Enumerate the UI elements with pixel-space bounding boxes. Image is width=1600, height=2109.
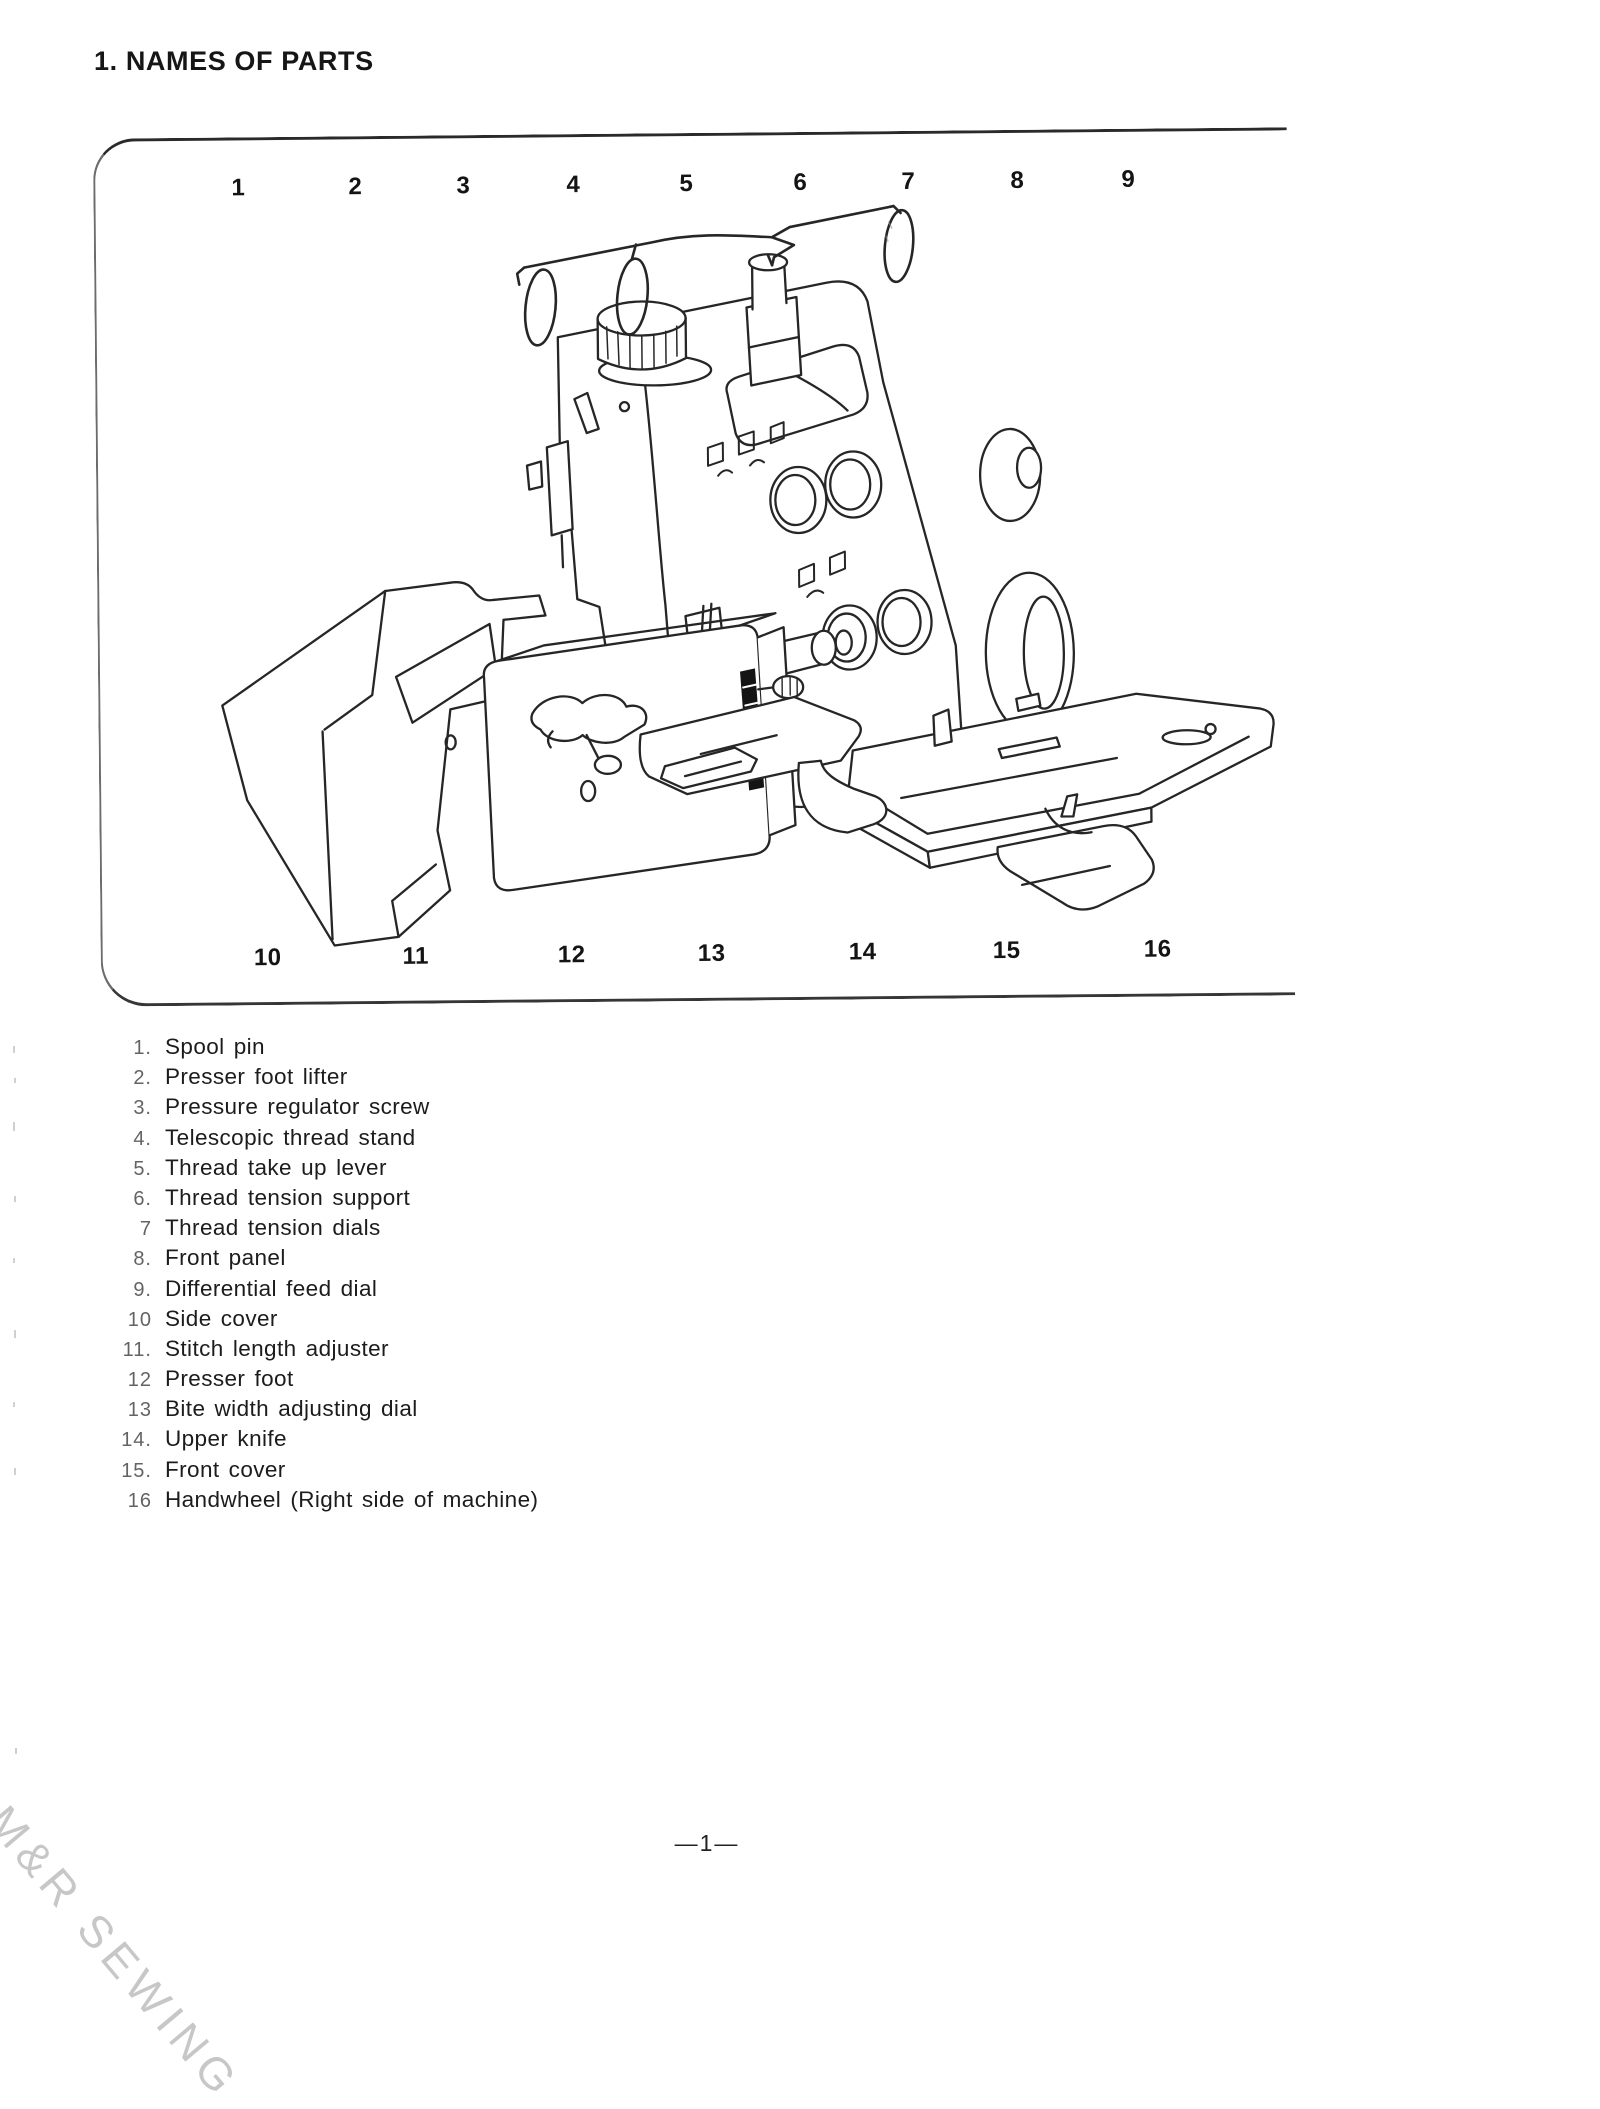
part-number: 2. [133,1067,152,1090]
callout-number-12: 12 [557,941,586,969]
part-label: Stitch length adjuster [165,1335,389,1361]
presser-foot-drawing [638,695,862,796]
parts-list: 1. Spool pin 2. Presser foot lifter 3. Pressu… [116,1034,538,1517]
callout-number-13: 13 [697,939,726,967]
parts-list-item: 10 Side cover [116,1306,538,1336]
callout-number-8: 8 [1010,166,1025,194]
take-up-post-drawing [745,253,803,387]
thread-stand-drawing [515,204,915,347]
part-label: Differential feed dial [165,1275,378,1301]
page-title: 1. NAMES OF PARTS [94,46,374,76]
parts-list-item: 3. Pressure regulator screw [116,1094,538,1124]
support-arm-drawing [797,759,888,834]
part-number: 4. [133,1127,152,1150]
watermark: M&R SEWING [0,1796,251,2109]
parts-list-item: 13 Bite width adjusting dial [116,1396,538,1426]
part-label: Handwheel (Right side of machine) [165,1486,539,1512]
parts-list-item: 6. Thread tension support [116,1185,538,1215]
scan-noise [14,1330,16,1338]
callout-number-1: 1 [231,174,246,202]
parts-list-item: 5. Thread take up lever [116,1155,538,1185]
part-label: Thread take up lever [165,1154,387,1180]
callout-number-4: 4 [566,171,581,199]
part-number: 14. [121,1429,152,1452]
scan-noise [13,1046,15,1053]
part-label: Spool pin [165,1034,265,1059]
callout-number-11: 11 [402,942,430,970]
part-number: 13 [127,1399,152,1422]
callout-number-5: 5 [679,169,694,198]
scan-noise [14,1078,16,1083]
callout-number-15: 15 [992,936,1021,965]
part-label: Thread tension support [165,1184,411,1210]
callout-number-6: 6 [793,168,808,197]
parts-list-item: 2. Presser foot lifter [116,1064,538,1094]
callout-number-16: 16 [1143,935,1172,963]
callout-number-7: 7 [901,167,916,195]
parts-list-item: 8. Front panel [116,1245,538,1275]
part-number: 7 [139,1218,152,1241]
scan-specks [885,221,893,242]
part-number: 12 [127,1369,152,1392]
scan-noise [15,1748,17,1754]
part-label: Pressure regulator screw [165,1094,430,1120]
callout-number-9: 9 [1121,165,1136,193]
differential-feed-dial-drawing [978,427,1043,523]
parts-list-item: 7 Thread tension dials [116,1215,538,1245]
front-cover-drawing [996,793,1155,911]
part-label: Front panel [165,1245,286,1271]
thread-guide-clips-drawing [706,421,847,598]
sewing-machine-illustration [221,204,1275,947]
part-number: 3. [133,1097,152,1120]
page-number: —1— [674,1830,740,1856]
part-number: 6. [133,1187,152,1210]
part-number: 5. [133,1157,152,1180]
scan-noise [14,1468,16,1475]
parts-list-item: 12 Presser foot [116,1366,538,1396]
callout-number-2: 2 [348,173,363,201]
part-number: 10 [127,1308,152,1331]
parts-list-item: 9. Differential feed dial [116,1276,538,1306]
part-label: Bite width adjusting dial [165,1396,418,1422]
parts-list-item: 15. Front cover [116,1457,538,1487]
part-number: 15. [121,1459,152,1482]
scan-noise [13,1258,15,1263]
part-label: Presser foot lifter [165,1064,348,1090]
scan-noise [13,1402,15,1407]
parts-list-item: 16 Handwheel (Right side of machine) [116,1487,538,1517]
part-label: Upper knife [165,1426,287,1452]
adjuster-box-drawing [482,612,811,892]
part-number: 8. [133,1248,152,1271]
part-label: Front cover [165,1456,286,1482]
part-number: 16 [127,1489,152,1512]
parts-list-item: 11. Stitch length adjuster [116,1336,538,1366]
part-number: 9. [133,1278,152,1301]
parts-list-item: 4. Telescopic thread stand [116,1125,538,1155]
parts-list-item: 1. Spool pin [116,1034,538,1064]
scan-noise [13,1122,15,1131]
callout-number-3: 3 [456,172,471,200]
part-label: Telescopic thread stand [165,1124,416,1150]
callout-number-14: 14 [848,938,877,966]
part-label: Side cover [165,1305,278,1331]
part-label: Thread tension dials [165,1215,381,1241]
callout-number-10: 10 [253,943,282,972]
part-number: 11. [122,1338,152,1361]
parts-list-item: 14. Upper knife [116,1426,538,1456]
scan-noise [14,1196,16,1202]
part-number: 1. [133,1037,152,1059]
part-label: Presser foot [165,1366,294,1392]
handwheel-drawing [984,571,1075,734]
